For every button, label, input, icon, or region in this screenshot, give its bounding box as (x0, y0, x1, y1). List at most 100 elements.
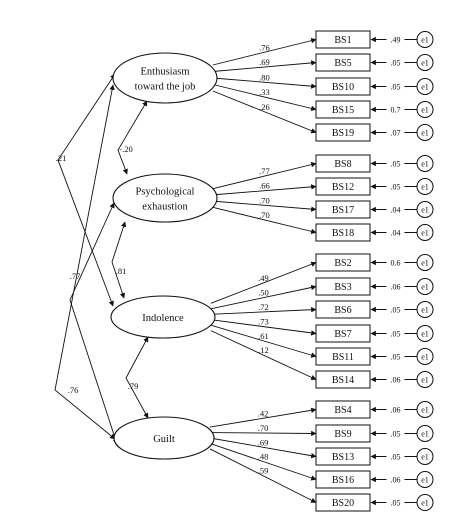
error-value-label: .06 (391, 476, 401, 485)
indicator-box-bs4 (315, 400, 371, 419)
error-value-bg (386, 34, 405, 45)
error-value-label: .05 (391, 430, 401, 439)
indicator-box-bs18 (315, 223, 371, 242)
indicator-label: BS7 (334, 329, 351, 340)
loading-path-bs11 (210, 324, 317, 358)
error-value-bg (386, 351, 405, 362)
loading-path-bs14 (210, 330, 317, 380)
correlation-path-enthusiasm-psych (117, 100, 148, 175)
correlation-label: -.20 (119, 144, 132, 154)
factor-guilt-ellipse (113, 416, 215, 460)
error-value-bg (386, 158, 405, 169)
loading-path-bs17 (212, 200, 317, 212)
loading-label: .59 (258, 466, 269, 476)
error-term-label: e1 (421, 160, 429, 169)
loading-path-bs18 (212, 206, 317, 234)
error-value-label: .05 (391, 353, 401, 362)
indicator-label: BS3 (334, 282, 351, 293)
factor-loadings: .76.69.80.33.26.77.66.70.70.49.50.72.73.… (209, 38, 317, 503)
indicator-box-bs11 (315, 347, 371, 366)
error-value-bg (386, 204, 405, 215)
loading-path-bs16 (209, 443, 317, 481)
indicator-box-bs15 (315, 100, 371, 119)
error-value-bg (386, 127, 405, 138)
loading-label: .69 (258, 437, 269, 447)
error-value-label: .06 (391, 406, 401, 415)
correlation-label: .76 (68, 385, 79, 395)
loading-path-bs5 (212, 60, 317, 72)
loading-label: .12 (258, 345, 269, 355)
error-value-label: .04 (391, 229, 401, 238)
factor-enthusiasm-label: toward the job (135, 82, 196, 93)
indicator-label: BS9 (334, 429, 351, 440)
factor-correlations: -.20.81.79.21.77.76 (54, 73, 149, 445)
error-value-label: .05 (391, 499, 401, 508)
error-value-label: .05 (391, 330, 401, 339)
loading-path-bs7 (210, 319, 317, 336)
loading-label: .50 (258, 288, 269, 298)
loading-label: .70 (258, 423, 269, 433)
indicator-label: BS8 (334, 159, 351, 170)
error-value-label: 0.6 (391, 259, 401, 268)
error-term-label: e1 (421, 59, 429, 68)
loading-label: .76 (259, 42, 270, 52)
correlation-path-psych-indolence (111, 221, 127, 299)
factor-psych-ellipse (112, 173, 218, 223)
indicator-label: BS15 (332, 105, 354, 116)
indicator-label: BS13 (332, 452, 354, 463)
factor-indolence-ellipse (110, 295, 216, 339)
indicator-box-bs6 (315, 300, 371, 319)
indicator-label: BS11 (332, 352, 354, 363)
error-value-bg (386, 451, 405, 462)
indicator-box-bs17 (315, 200, 371, 219)
loading-path-bs12 (212, 184, 317, 196)
loading-path-bs6 (210, 307, 317, 315)
indicator-label: BS2 (334, 258, 351, 269)
correlation-path-psych-guilt (69, 202, 119, 445)
indicator-box-bs9 (315, 424, 371, 443)
loading-path-bs1 (212, 38, 317, 66)
loading-label: .33 (259, 87, 270, 97)
loading-path-bs19 (212, 90, 317, 134)
factor-enthusiasm-label: Enthusiasm (141, 67, 190, 78)
error-term-label: e1 (421, 83, 429, 92)
error-value-label: .04 (391, 206, 401, 215)
correlation-path-enthusiasm-guilt (54, 84, 116, 440)
error-term-label: e1 (421, 183, 429, 192)
indicator-box-bs3 (315, 277, 371, 296)
loading-label: .70 (259, 210, 270, 220)
loading-path-bs20 (209, 448, 317, 503)
indicator-box-bs5 (315, 53, 371, 72)
loading-path-bs4 (209, 407, 317, 428)
indicator-label: BS12 (332, 182, 354, 193)
error-value-bg (386, 57, 405, 68)
error-value-bg (386, 281, 405, 292)
loading-path-bs2 (210, 261, 317, 304)
loading-label: .69 (259, 57, 270, 67)
error-value-bg (386, 374, 405, 385)
error-value-bg (386, 328, 405, 339)
error-value-label: .05 (391, 160, 401, 169)
error-value-label: 0.7 (391, 106, 401, 115)
error-value-bg (386, 227, 405, 238)
indicator-box-bs8 (315, 154, 371, 173)
indicator-box-bs20 (315, 493, 371, 512)
error-value-bg (386, 474, 405, 485)
indicator-label: BS16 (332, 475, 354, 486)
error-value-label: .49 (391, 36, 401, 45)
error-term-label: e1 (421, 499, 429, 508)
factor-indolence-label: Indolence (142, 313, 184, 324)
error-term-label: e1 (421, 353, 429, 362)
loading-label: .48 (258, 451, 269, 461)
indicator-box-bs13 (315, 447, 371, 466)
loading-label: .70 (259, 195, 270, 205)
error-value-label: .05 (391, 59, 401, 68)
error-value-label: .05 (391, 306, 401, 315)
correlation-label: .79 (128, 381, 139, 391)
error-term-label: e1 (421, 406, 429, 415)
loading-label: .49 (258, 273, 269, 283)
error-term-label: e1 (421, 129, 429, 138)
indicator-box-bs14 (315, 370, 371, 389)
error-value-label: .07 (391, 129, 401, 138)
